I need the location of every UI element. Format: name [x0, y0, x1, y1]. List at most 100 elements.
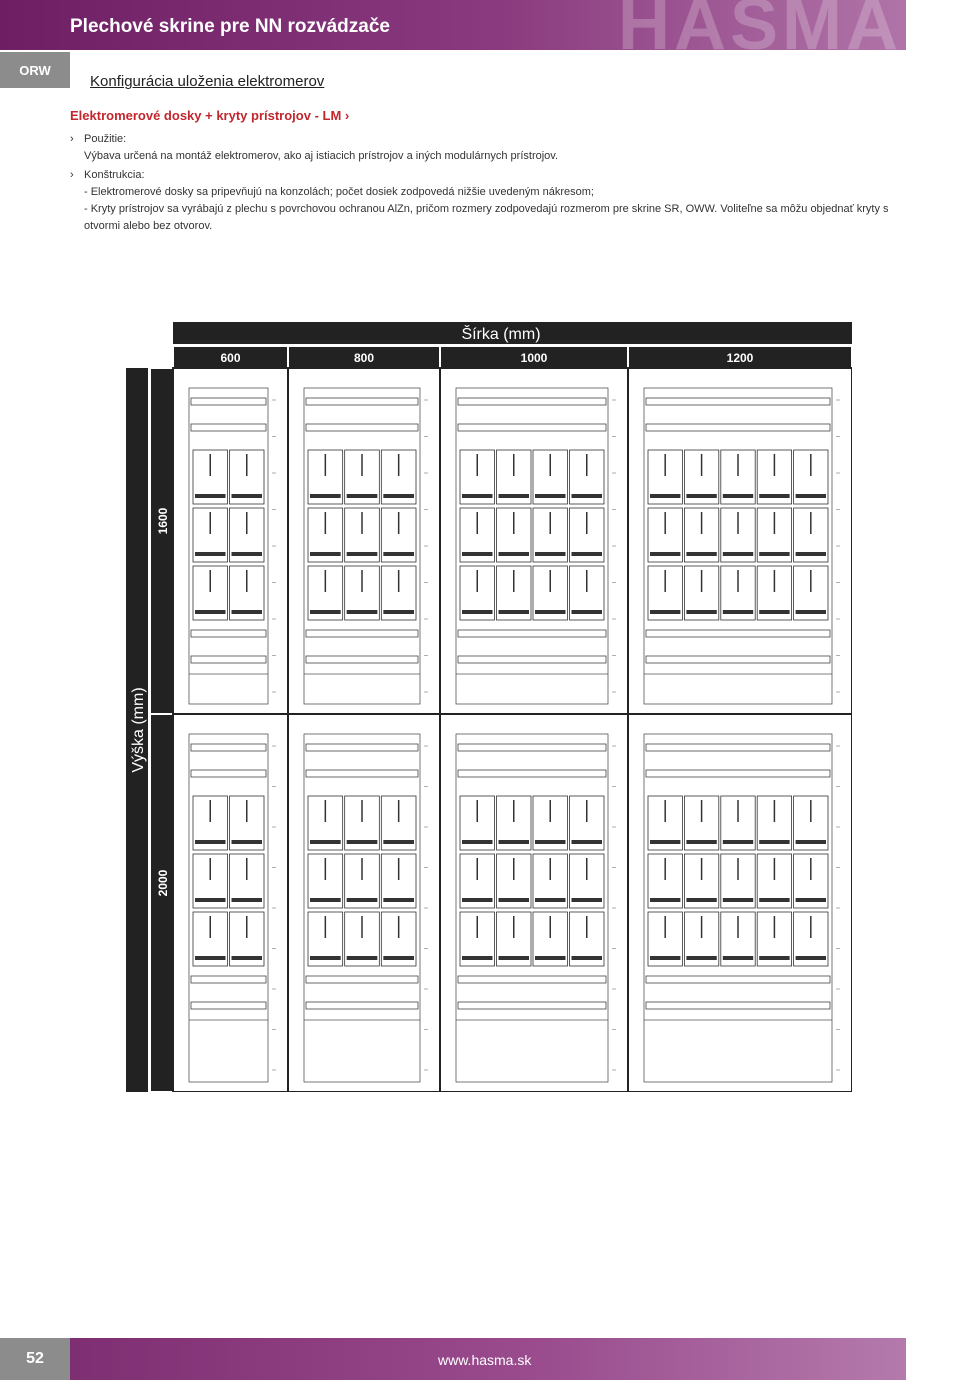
cabinet-outline [303, 387, 421, 705]
meter-board [344, 853, 380, 909]
meter-terminal [686, 494, 717, 498]
device-cover-strip [190, 655, 267, 664]
meter-board [532, 853, 568, 909]
meter-board [229, 853, 265, 909]
device-cover-strip [190, 397, 267, 406]
device-cover-strip [645, 423, 831, 432]
device-cover-strip [457, 1001, 607, 1010]
meter-board [380, 795, 417, 851]
meter-terminal [686, 610, 717, 614]
meter-board [720, 507, 756, 563]
cabinet-outline [303, 733, 421, 1083]
meter-board [532, 449, 568, 505]
meter-terminal [498, 840, 529, 844]
device-cover-strip [645, 975, 831, 984]
device-cover-strip [457, 769, 607, 778]
meter-board [307, 565, 344, 621]
device-cover-strip [305, 655, 419, 664]
meter-board [532, 911, 568, 967]
width-value-label: 1200 [727, 351, 754, 365]
meter-terminal [462, 898, 493, 902]
page-footer: 52 www.hasma.sk [0, 1338, 906, 1380]
meter-terminal [231, 552, 262, 556]
width-header-cell [441, 347, 627, 367]
meter-board [684, 507, 720, 563]
meter-terminal [795, 552, 826, 556]
meter-board [192, 911, 228, 967]
meter-board [647, 507, 683, 563]
meter-terminal [722, 956, 754, 960]
configuration-cell [439, 367, 629, 715]
meter-board [344, 449, 380, 505]
device-cover-strip [305, 629, 419, 638]
page-header: HASMA Plechové skrine pre NN rozvádzače [0, 0, 906, 65]
meter-board [459, 795, 495, 851]
meter-terminal [722, 840, 754, 844]
meter-board [720, 449, 756, 505]
meter-terminal [759, 494, 790, 498]
meter-board [307, 449, 344, 505]
meter-terminal [571, 898, 602, 902]
meter-terminal [795, 956, 826, 960]
product-subtitle: Elektromerové dosky + kryty prístrojov -… [70, 108, 350, 123]
meter-board [684, 565, 720, 621]
meter-board [720, 565, 756, 621]
bullet-text: - Kryty prístrojov sa vyrábajú z plechu … [84, 203, 889, 232]
device-cover-strip [305, 1001, 419, 1010]
meter-board [569, 795, 605, 851]
meter-board [793, 853, 829, 909]
meter-terminal [346, 840, 378, 844]
meter-board [344, 507, 380, 563]
configuration-cell [287, 713, 441, 1093]
meter-board [647, 795, 683, 851]
configuration-cell [172, 713, 289, 1093]
meter-board [229, 795, 265, 851]
meter-terminal [310, 840, 341, 844]
meter-board [344, 795, 380, 851]
device-cover-strip [457, 397, 607, 406]
meter-board [192, 853, 228, 909]
device-cover-strip [457, 629, 607, 638]
meter-terminal [310, 898, 341, 902]
meter-board [684, 449, 720, 505]
meter-board [459, 565, 495, 621]
meter-terminal [383, 956, 414, 960]
meter-board [793, 449, 829, 505]
meter-board [684, 795, 720, 851]
meter-terminal [722, 610, 754, 614]
device-cover-strip [305, 769, 419, 778]
meter-terminal [650, 840, 681, 844]
device-cover-strip [305, 397, 419, 406]
meter-terminal [498, 898, 529, 902]
meter-terminal [195, 552, 226, 556]
meter-board [569, 507, 605, 563]
meter-board [229, 449, 265, 505]
chevron-right-icon: › [70, 133, 74, 145]
meter-board [793, 565, 829, 621]
meter-terminal [231, 956, 262, 960]
meter-terminal [795, 610, 826, 614]
meter-terminal [383, 552, 414, 556]
footer-url-link[interactable]: www.hasma.sk [438, 1352, 532, 1368]
configuration-cell [439, 713, 629, 1093]
meter-board [756, 911, 793, 967]
meter-board [496, 507, 532, 563]
device-cover-strip [457, 743, 607, 752]
meter-board [647, 449, 683, 505]
height-axis-label: Výška (mm) [130, 687, 147, 772]
meter-terminal [759, 956, 790, 960]
meter-terminal [535, 494, 566, 498]
bullet-construction: › Konštrukcia: - Elektromerové dosky sa … [70, 167, 910, 235]
meter-terminal [231, 494, 262, 498]
meter-terminal [310, 552, 341, 556]
meter-board [720, 853, 756, 909]
bullet-label: Použitie: [84, 133, 127, 145]
meter-board [496, 449, 532, 505]
bullet-usage: › Použitie: Výbava určená na montáž elek… [70, 131, 910, 165]
meter-board [684, 911, 720, 967]
brand-watermark: HASMA [618, 0, 902, 65]
meter-board [496, 565, 532, 621]
meter-terminal [462, 610, 493, 614]
meter-terminal [346, 956, 378, 960]
